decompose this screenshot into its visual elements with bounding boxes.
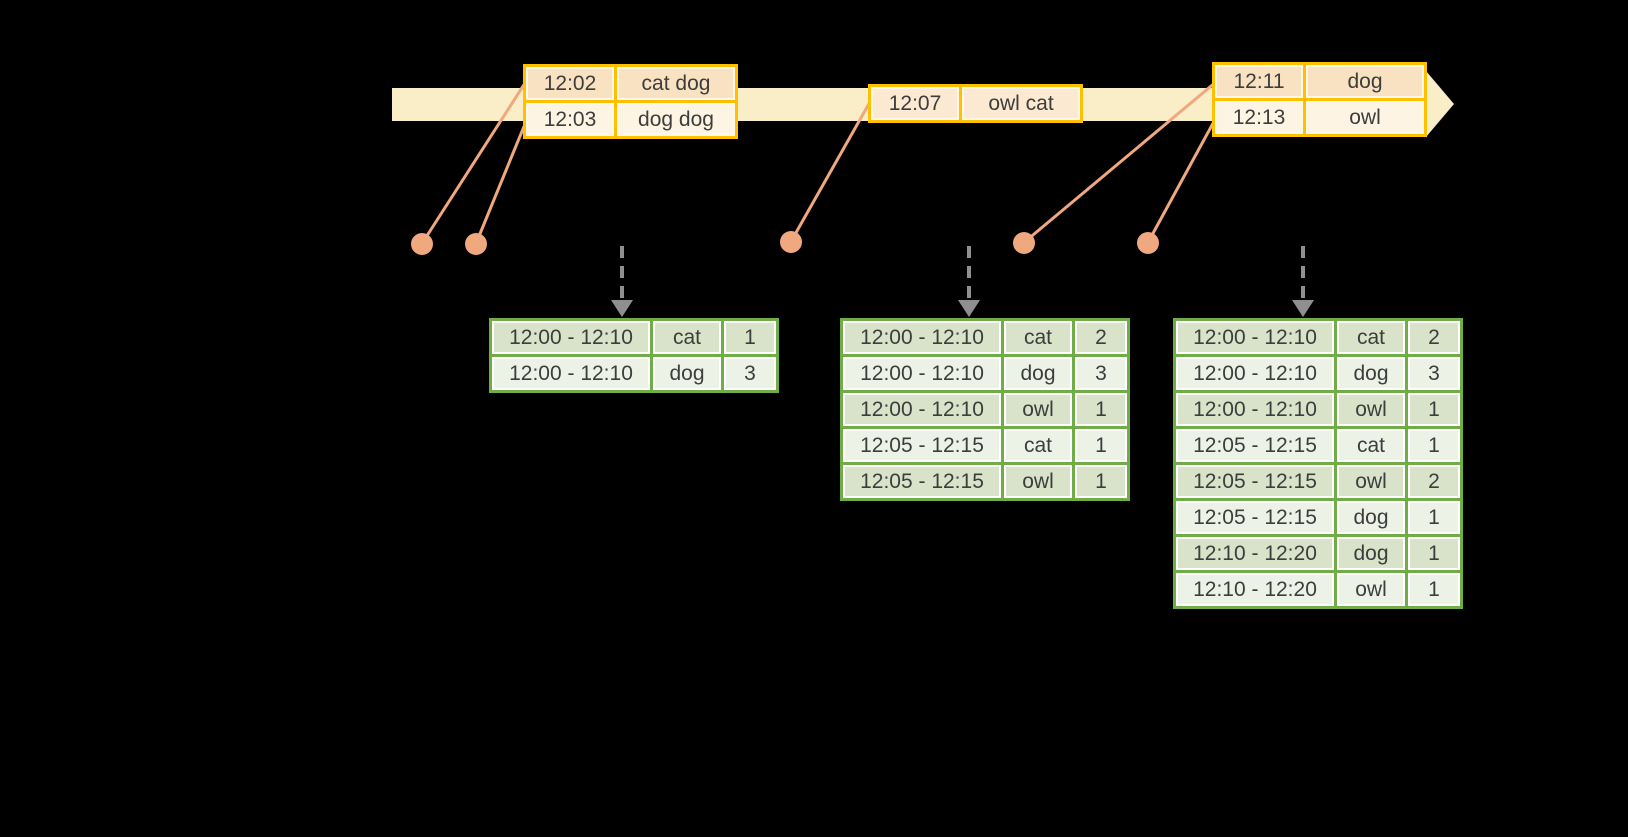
result-count-cell: 1 [1408,537,1460,570]
result-word-cell: cat [1004,429,1072,462]
result-window-cell: 12:00 - 12:10 [492,357,650,390]
event-words-cell: dog dog [617,103,735,136]
result-window-cell: 12:00 - 12:10 [843,393,1001,426]
event-marker-dot [411,233,433,255]
timeline-arrowhead-icon [1426,71,1454,137]
event-time-cell: 12:11 [1215,65,1303,98]
result-count-cell: 2 [1408,321,1460,354]
result-window-cell: 12:00 - 12:10 [1176,357,1334,390]
result-word-cell: owl [1337,465,1405,498]
result-word-cell: owl [1004,465,1072,498]
event-words-cell: dog [1306,65,1424,98]
result-window-cell: 12:05 - 12:15 [1176,501,1334,534]
event-marker-dot [780,231,802,253]
result-window-cell: 12:00 - 12:10 [843,321,1001,354]
result-word-cell: dog [1337,357,1405,390]
result-window-cell: 12:05 - 12:15 [1176,429,1334,462]
result-word-cell: owl [1004,393,1072,426]
event-table-1: 12:02 cat dog 12:03 dog dog [523,64,738,139]
event-marker-dot [1137,232,1159,254]
connector-line [1146,122,1215,244]
result-count-cell: 1 [1075,393,1127,426]
event-time-cell: 12:03 [526,103,614,136]
event-marker-dot [1013,232,1035,254]
result-count-cell: 1 [1408,429,1460,462]
result-window-cell: 12:00 - 12:10 [1176,393,1334,426]
result-word-cell: cat [1004,321,1072,354]
connector-line [789,102,871,243]
result-count-cell: 1 [1408,501,1460,534]
trigger-arrow-line [967,246,971,302]
result-word-cell: owl [1337,573,1405,606]
event-time-cell: 12:13 [1215,101,1303,134]
result-word-cell: cat [1337,321,1405,354]
result-window-cell: 12:00 - 12:10 [1176,321,1334,354]
result-window-cell: 12:05 - 12:15 [1176,465,1334,498]
event-marker-dot [465,233,487,255]
connector-line [474,125,526,245]
result-table-2: 12:00 - 12:10 cat 2 12:00 - 12:10 dog 3 … [840,318,1130,501]
result-count-cell: 3 [1408,357,1460,390]
result-word-cell: cat [653,321,721,354]
event-words-cell: owl cat [962,87,1080,120]
result-table-3: 12:00 - 12:10 cat 2 12:00 - 12:10 dog 3 … [1173,318,1463,609]
result-word-cell: dog [653,357,721,390]
event-time-cell: 12:07 [871,87,959,120]
event-words-cell: owl [1306,101,1424,134]
result-count-cell: 1 [1075,429,1127,462]
trigger-arrowhead-icon [611,300,633,317]
event-time-cell: 12:02 [526,67,614,100]
trigger-arrow-line [620,246,624,302]
result-window-cell: 12:05 - 12:15 [843,465,1001,498]
result-count-cell: 3 [1075,357,1127,390]
event-words-cell: cat dog [617,67,735,100]
trigger-arrowhead-icon [1292,300,1314,317]
result-window-cell: 12:10 - 12:20 [1176,537,1334,570]
result-word-cell: dog [1004,357,1072,390]
result-window-cell: 12:00 - 12:10 [843,357,1001,390]
result-count-cell: 1 [1408,393,1460,426]
result-word-cell: dog [1337,501,1405,534]
result-count-cell: 2 [1075,321,1127,354]
result-table-1: 12:00 - 12:10 cat 1 12:00 - 12:10 dog 3 [489,318,779,393]
trigger-arrow-line [1301,246,1305,302]
result-window-cell: 12:10 - 12:20 [1176,573,1334,606]
result-word-cell: cat [1337,429,1405,462]
trigger-arrowhead-icon [958,300,980,317]
result-count-cell: 1 [1075,465,1127,498]
result-word-cell: dog [1337,537,1405,570]
result-count-cell: 3 [724,357,776,390]
result-window-cell: 12:05 - 12:15 [843,429,1001,462]
event-table-2: 12:07 owl cat [868,84,1083,123]
result-word-cell: owl [1337,393,1405,426]
result-count-cell: 1 [1408,573,1460,606]
event-table-3: 12:11 dog 12:13 owl [1212,62,1427,137]
result-window-cell: 12:00 - 12:10 [492,321,650,354]
result-count-cell: 2 [1408,465,1460,498]
result-count-cell: 1 [724,321,776,354]
